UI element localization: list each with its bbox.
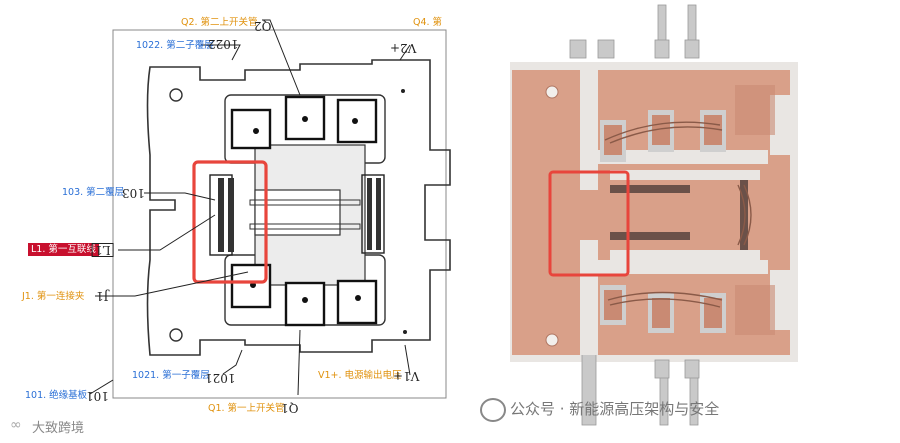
label-q2: Q2. 第二上开关管 — [181, 17, 258, 28]
watermark-right: 公众号 · 新能源高压架构与安全 — [470, 398, 890, 422]
wechat-logo-icon — [480, 398, 506, 422]
label-v1: V1+. 电源输出电压 — [318, 370, 402, 381]
watermark-left-text: 大致跨境 — [32, 421, 85, 436]
infinity-logo-icon: ∞ — [10, 417, 22, 433]
label-l1: L1. 第一互联线 — [28, 243, 99, 256]
label-q4: Q4. 第 — [413, 17, 443, 28]
watermark-right-text: 公众号 · 新能源高压架构与安全 — [510, 400, 720, 418]
label-101: 101. 绝缘基板 — [25, 390, 88, 401]
label-1021: 1021. 第一子覆层 — [132, 370, 210, 381]
label-103: 103. 第二覆层 — [62, 187, 125, 198]
substrate-drawing — [89, 19, 451, 399]
label-j1: J1. 第一连接夹 — [22, 291, 85, 302]
label-q1: Q1. 第一上开关管 — [208, 403, 285, 414]
label-1022: 1022. 第二子覆层 — [136, 40, 214, 51]
